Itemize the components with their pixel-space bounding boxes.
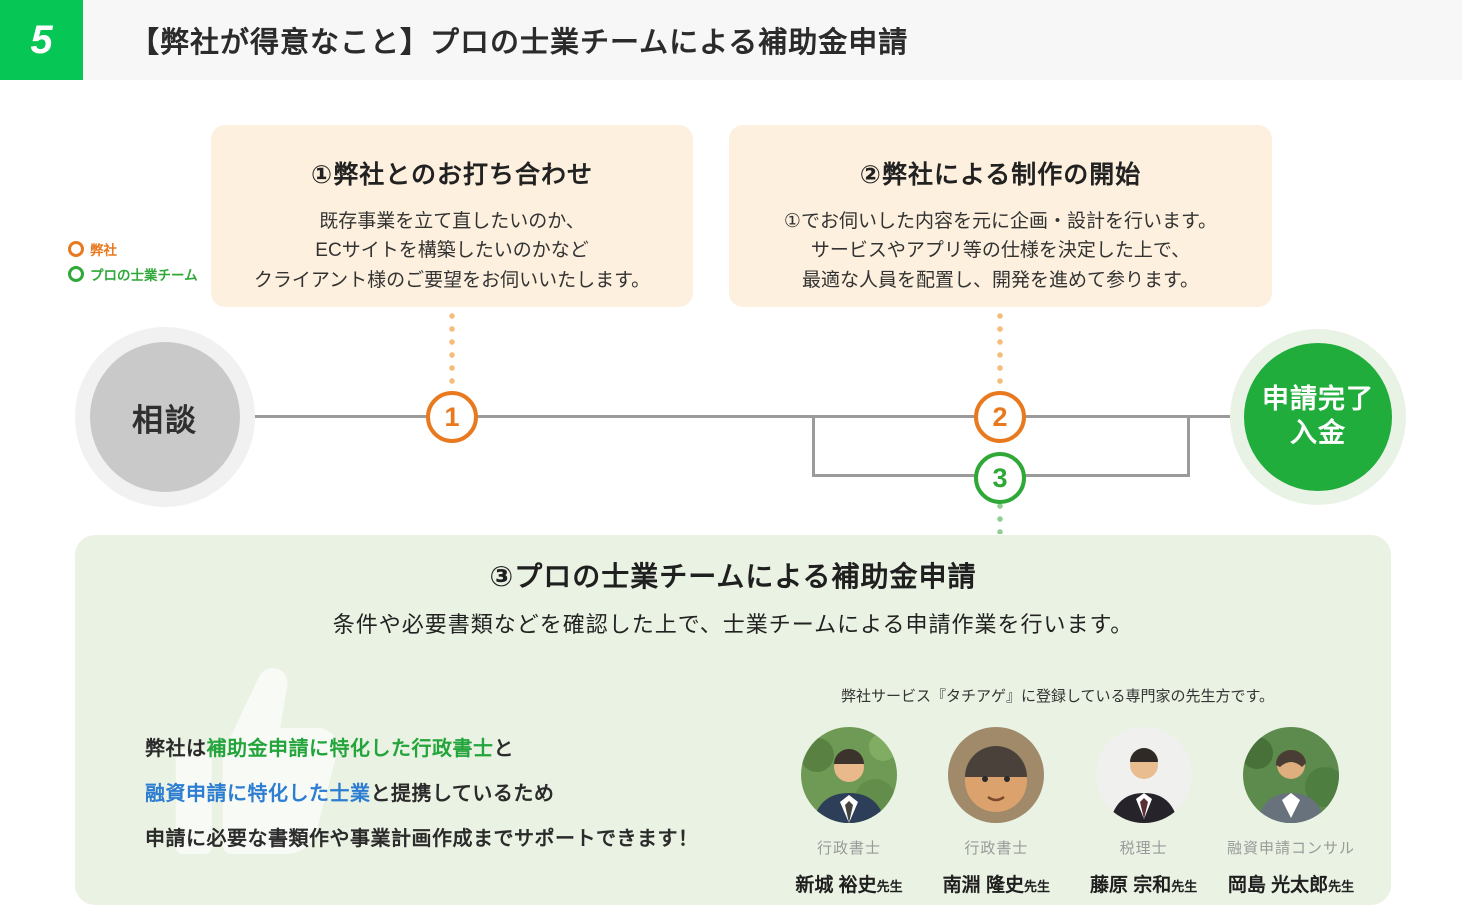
expert-card: 行政書士 新城 裕史先生	[780, 727, 918, 897]
expert-name-suffix: 先生	[876, 879, 903, 894]
expert-role: 融資申請コンサル	[1226, 840, 1355, 857]
expert-name: 南淵 隆史先生	[927, 870, 1065, 897]
expert-photo	[1242, 727, 1339, 823]
step3-panel: ③プロの士業チームによる補助金申請 条件や必要書類などを確認した上で、士業チーム…	[75, 535, 1391, 905]
expert-name-suffix: 先生	[1328, 879, 1355, 894]
thumbs-up-icon	[175, 667, 338, 854]
expert-card: 融資申請コンサル 岡島 光太郎先生	[1222, 727, 1360, 897]
note-text: 弊社は	[145, 738, 207, 760]
expert-name-text: 藤原 宗和	[1090, 875, 1172, 896]
dotted-connector-step1	[449, 312, 455, 392]
legend-company-label: 弊社	[90, 243, 117, 258]
dotted-connector-step3	[997, 502, 1003, 534]
expert-role: 行政書士	[964, 840, 1029, 857]
note-text: と	[493, 738, 514, 760]
step1-card: ①弊社とのお打ち合わせ 既存事業を立て直したいのか、 ECサイトを構築したいのか…	[211, 125, 693, 307]
step2-body-line: サービスやアプリ等の仕様を決定した上で、	[810, 240, 1191, 262]
team-ring-icon	[68, 266, 84, 282]
step1-body-line: クライアント様のご要望をお伺いいたします。	[253, 269, 651, 291]
timeline-line	[250, 415, 1240, 418]
completion-circle: 申請完了 入金	[1230, 329, 1406, 505]
note-highlight-green: 補助金申請に特化した行政書士	[206, 738, 494, 760]
expert-name: 藤原 宗和先生	[1075, 870, 1213, 897]
note-line-2: 融資申請に特化した士業と提携しているため	[145, 772, 699, 817]
completion-label-line2: 入金	[1290, 418, 1346, 448]
expert-name: 新城 裕史先生	[780, 870, 918, 897]
expert-photo	[948, 727, 1045, 823]
legend-item-company: 弊社	[68, 239, 198, 259]
expert-name-text: 新城 裕史	[795, 875, 877, 896]
company-ring-icon	[68, 241, 84, 257]
consultation-label: 相談	[90, 342, 240, 492]
legend: 弊社 プロの士業チーム	[68, 239, 198, 289]
timeline-marker-1: 1	[426, 391, 478, 443]
completion-label-line1: 申請完了	[1262, 384, 1374, 415]
step2-body-line: 最適な人員を配置し、開発を進めて参ります。	[801, 269, 1200, 291]
page-title: 【弊社が得意なこと】プロの士業チームによる補助金申請	[130, 27, 909, 59]
note-line-3: 申請に必要な書類作や事業計画作成までサポートできます！	[145, 828, 699, 850]
step1-body-line: 既存事業を立て直したいのか、	[319, 211, 585, 232]
expert-name-text: 岡島 光太郎	[1227, 875, 1329, 896]
expert-card: 行政書士 南淵 隆史先生	[927, 727, 1065, 897]
step2-title: ②弊社による制作の開始	[859, 161, 1142, 189]
step1-body-line: ECサイトを構築したいのかなど	[315, 240, 589, 262]
step3-subtitle: 条件や必要書類などを確認した上で、士業チームによる申請作業を行います。	[332, 612, 1134, 637]
expert-name: 岡島 光太郎先生	[1222, 870, 1360, 897]
expert-photo	[1095, 727, 1192, 823]
experts-caption: 弊社サービス『タチアゲ』に登録している専門家の先生方です。	[841, 688, 1275, 705]
legend-team-label: プロの士業チーム	[90, 268, 198, 283]
step1-title: ①弊社とのお打ち合わせ	[311, 161, 593, 189]
expert-name-suffix: 先生	[1171, 879, 1198, 894]
dotted-connector-step2	[997, 312, 1003, 392]
expert-name-text: 南淵 隆史	[942, 875, 1024, 896]
experts-row: 行政書士 新城 裕史先生 行政書士 南淵 隆史先生	[780, 727, 1360, 897]
note-highlight-blue: 融資申請に特化した士業	[145, 783, 371, 805]
expert-photo	[801, 727, 897, 823]
slide-number-badge: 5	[0, 0, 83, 80]
step2-body: ①でお伺いした内容を元に企画・設計を行います。 サービスやアプリ等の仕様を決定し…	[729, 207, 1272, 295]
timeline-marker-3: 3	[974, 452, 1026, 504]
expert-role: 行政書士	[816, 840, 881, 857]
step2-body-line: ①でお伺いした内容を元に企画・設計を行います。	[783, 211, 1218, 232]
header-bar: 5 【弊社が得意なこと】プロの士業チームによる補助金申請	[0, 0, 1462, 80]
note-text: と提携しているため	[370, 783, 555, 805]
note-line-1: 弊社は補助金申請に特化した行政書士と	[145, 727, 699, 772]
legend-item-team: プロの士業チーム	[68, 264, 198, 284]
step1-body: 既存事業を立て直したいのか、 ECサイトを構築したいのかなど クライアント様のご…	[211, 207, 693, 295]
consultation-circle: 相談	[75, 327, 255, 507]
expert-name-suffix: 先生	[1023, 879, 1050, 894]
expert-card: 税理士 藤原 宗和先生	[1075, 727, 1213, 897]
step2-card: ②弊社による制作の開始 ①でお伺いした内容を元に企画・設計を行います。 サービス…	[729, 125, 1272, 307]
step3-title: ③プロの士業チームによる補助金申請	[489, 561, 977, 592]
timeline-marker-2: 2	[974, 391, 1026, 443]
completion-label: 申請完了 入金	[1244, 343, 1392, 491]
partnership-note: 弊社は補助金申請に特化した行政書士と 融資申請に特化した士業と提携しているため …	[145, 727, 699, 862]
expert-role: 税理士	[1119, 840, 1168, 857]
